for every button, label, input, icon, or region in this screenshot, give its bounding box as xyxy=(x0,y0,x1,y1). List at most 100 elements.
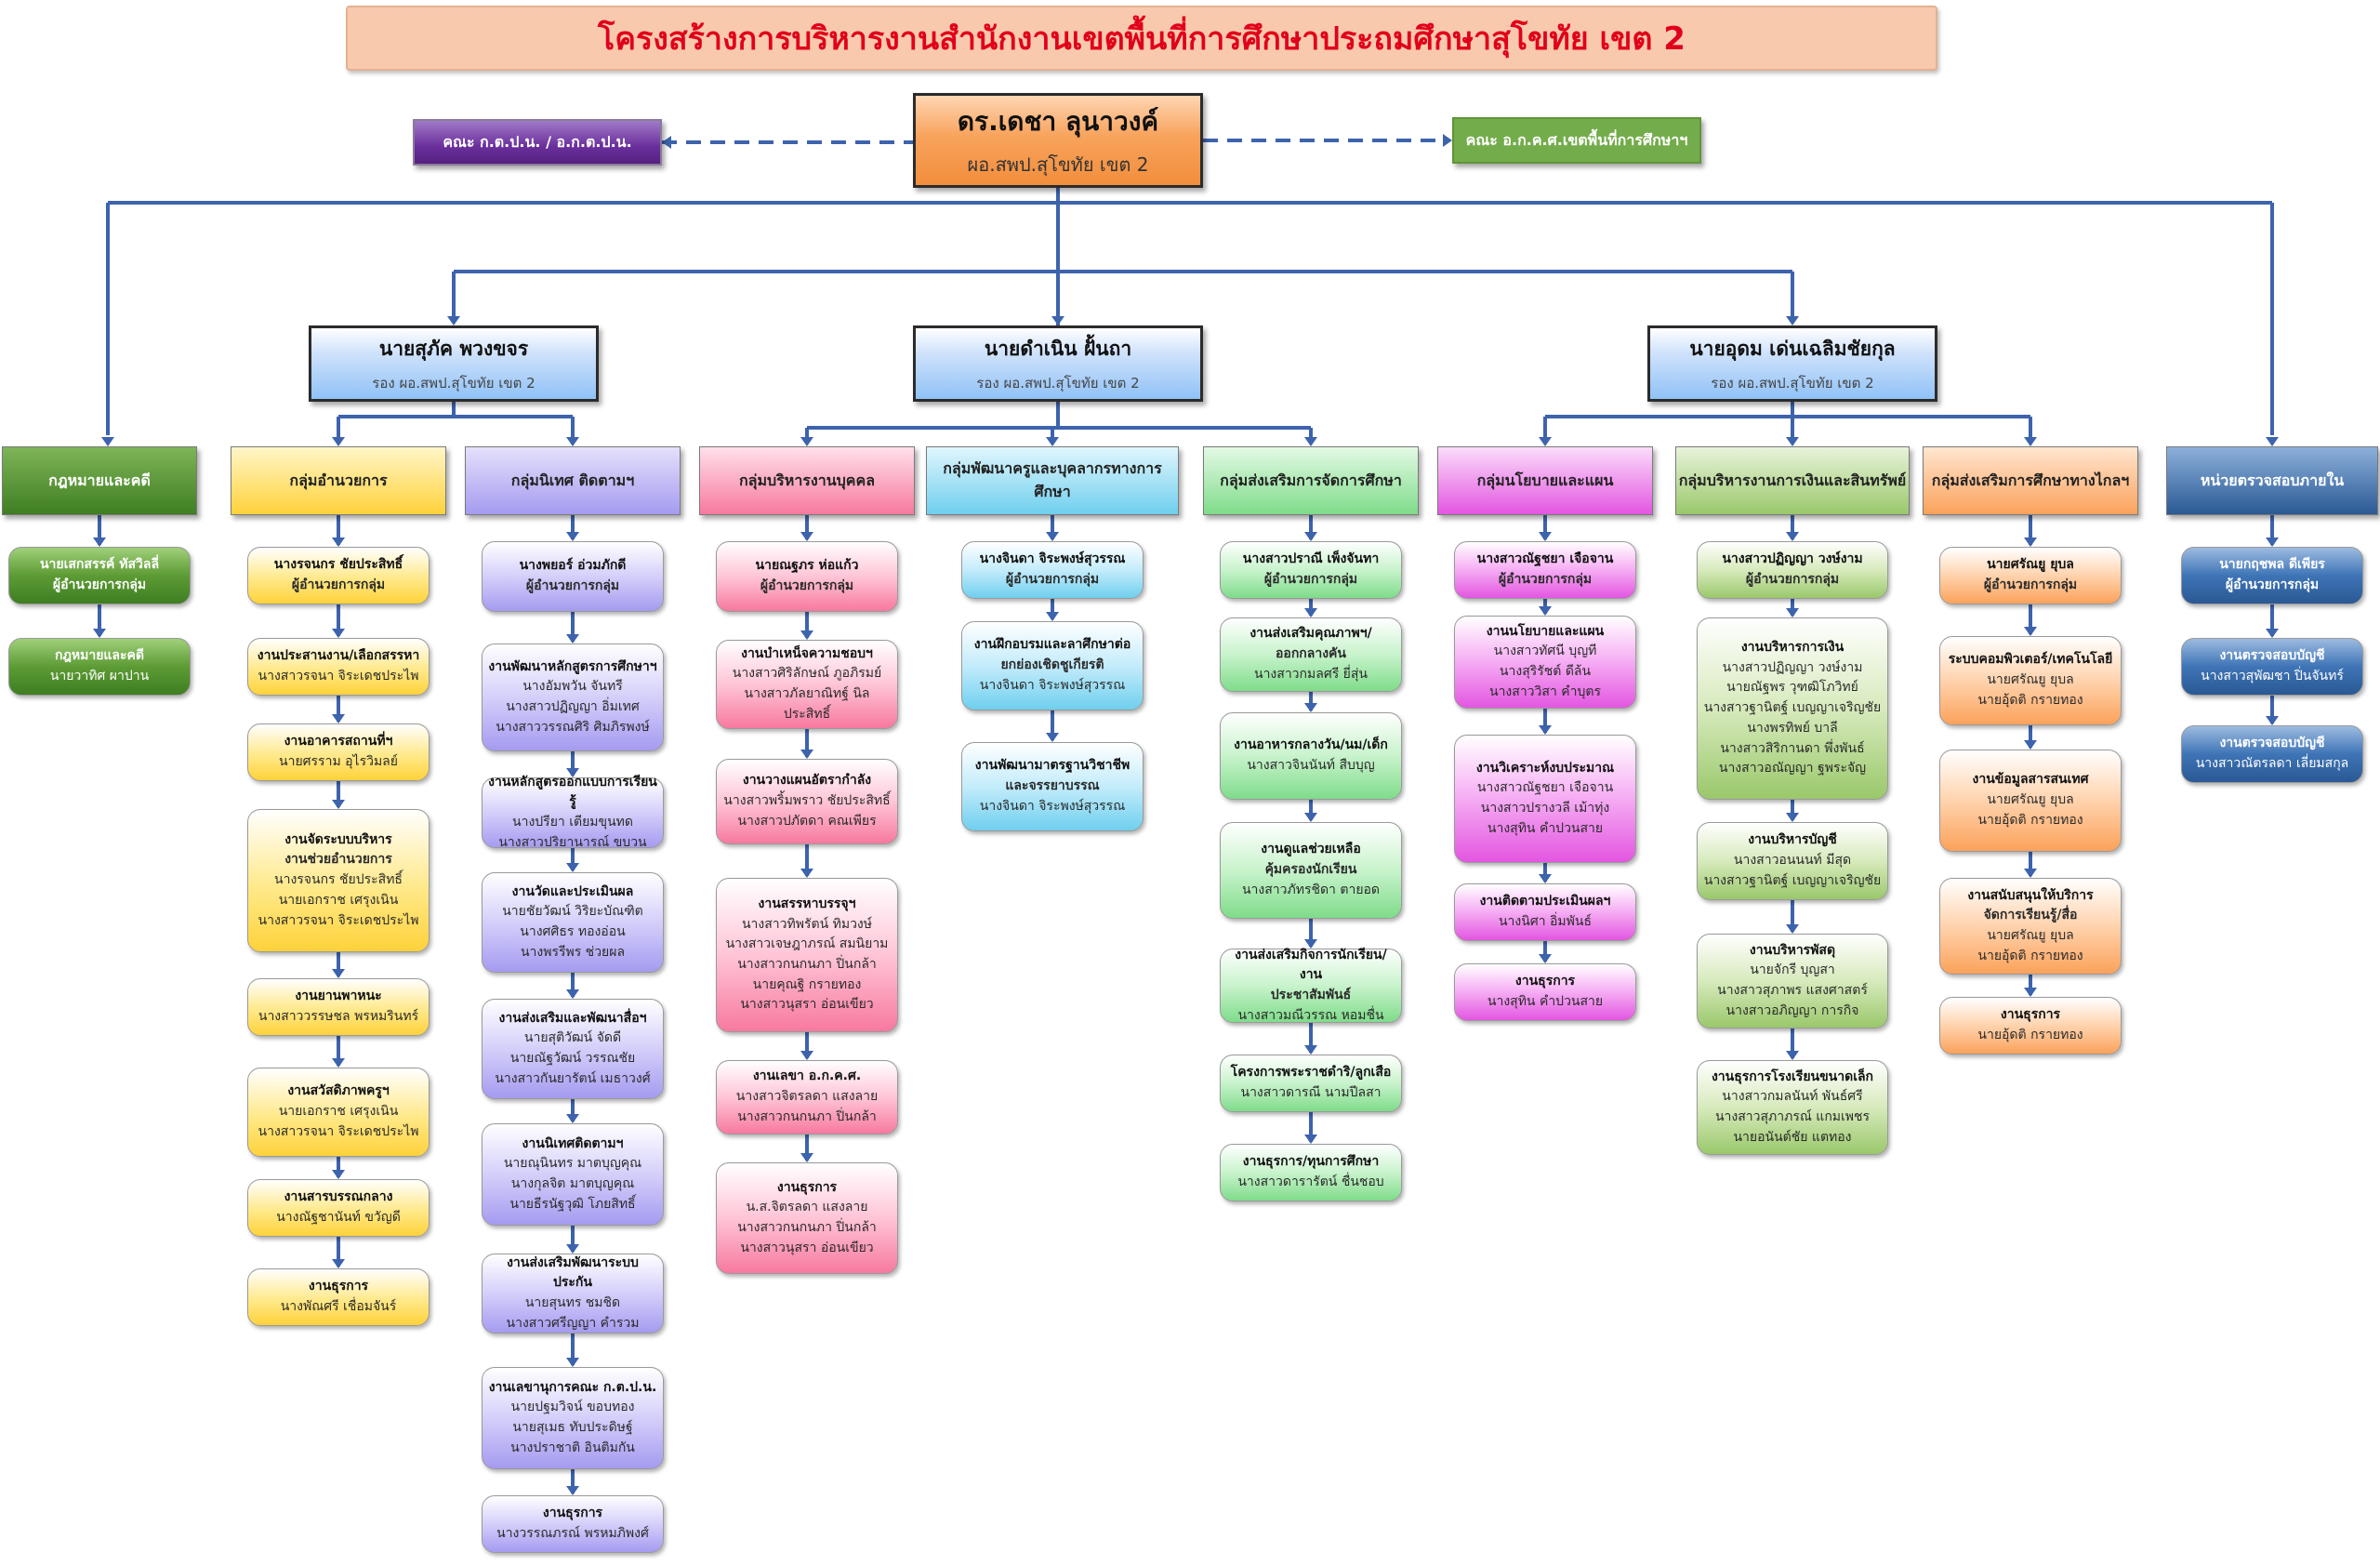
card-heading: ระบบคอมพิวเตอร์/เทคโนโลยี xyxy=(1948,652,2113,668)
task-card: งานบริหารพัสดุนายจักรี บุญสานางสาวสุภาพร… xyxy=(1697,934,1888,1029)
task-card: งานธุรการน.ส.จิตรลดา แสงลายนางสาวกนกนภา … xyxy=(716,1162,898,1274)
task-card: งานธุรการนางพัณศรี เชื่อมจันร์ xyxy=(247,1268,430,1326)
card-heading: งานติดตามประเมินผลฯ xyxy=(1479,894,1611,909)
card-heading: งานตรวจสอบบัญชี xyxy=(2219,736,2325,751)
task-card: งานส่งเสริมพัฒนาระบบประกันนายสุนทร ชมชิด… xyxy=(482,1254,664,1334)
task-card: งานส่งเสริมและพัฒนาสื่อฯนายสุติวัฒน์ จัด… xyxy=(482,999,664,1099)
card-heading: โครงการพระราชดำริ/ลูกเสือ xyxy=(1230,1065,1392,1081)
card-line: นางรจนกร ชัยประสิทธิ์ xyxy=(274,872,403,888)
card-line: นายอุ้ดติ กรายทอง xyxy=(1977,812,2083,828)
card-line: นายศรราม อุไรวิมลย์ xyxy=(279,754,398,769)
card-line: นางพัณศรี เชื่อมจันร์ xyxy=(280,1299,397,1314)
group-director-card: นางสาวปฏิญญา วงษ์งามผู้อำนวยการกลุ่ม xyxy=(1697,541,1888,599)
card-line: นางจินดา จิระพงษ์สุวรรณ xyxy=(979,677,1126,693)
card-line: นายวาทิศ ผาปาน xyxy=(49,669,150,683)
arrow-head xyxy=(800,437,813,446)
group-header: หน่วยตรวจสอบภายใน xyxy=(2166,446,2378,515)
card-heading: นายเสกสรรค์ ทัสวิลลี่ xyxy=(39,557,160,573)
card-heading: งานส่งเสริมคุณภาพฯ/ xyxy=(1250,626,1372,642)
task-card: งานพัฒนาหลักสูตรการศึกษาฯนางอัมพวัน จันท… xyxy=(482,644,664,751)
page-title-banner: โครงสร้างการบริหารงานสำนักงานเขตพื้นที่ก… xyxy=(346,6,1937,71)
card-line: นางสาวสุภาพร แสงศาสตร์ xyxy=(1717,983,1868,998)
card-role: ผู้อำนวยการกลุ่ม xyxy=(525,578,620,593)
arrow-head xyxy=(566,1244,579,1254)
card-heading: งานตรวจสอบบัญชี xyxy=(2219,648,2325,664)
card-heading: งานธุรการ/ทุนการศึกษา xyxy=(1242,1154,1380,1170)
task-card: งานเลขานุการคณะ ก.ต.ป.น.นายปฐมวิจน์ ขอบท… xyxy=(482,1367,664,1469)
committee-left-box: คณะ ก.ต.ป.น. / อ.ก.ต.ป.น. xyxy=(413,119,662,166)
arrow-head xyxy=(1786,1051,1799,1060)
arrow-head xyxy=(800,1051,813,1060)
group-header: กลุ่มนิเทศ ติดตามฯ xyxy=(465,446,681,515)
card-role: ผู้อำนวยการกลุ่ม xyxy=(1983,577,2078,592)
card-heading: งานอาคารสถานที่ฯ xyxy=(284,734,393,750)
card-line: นางสาวกนกนภา ปิ่นกล้า xyxy=(737,1220,877,1235)
arrow-head xyxy=(101,437,114,446)
card-line: นางพรทิพย์ บาลี xyxy=(1747,720,1838,736)
arrow-head xyxy=(1304,532,1317,541)
group-director-card: นายศรัณยู ยุบลผู้อำนวยการกลุ่ม xyxy=(1939,547,2122,604)
task-card: งานติดตามประเมินผลฯนางนิศา อิ่มพันธ์ xyxy=(1454,883,1636,941)
card-line: นางสาวเจษฎาภรณ์ สมนิยาม xyxy=(725,936,889,952)
card-heading: งานบำเหน็จความชอบฯ xyxy=(741,645,873,661)
arrow-head xyxy=(332,1259,345,1268)
arrow-head xyxy=(93,537,106,547)
card-line: ออกกลางคัน xyxy=(1276,646,1346,662)
group-director-card: นางพยอร์ อ่วมภักดีผู้อำนวยการกลุ่ม xyxy=(482,541,664,612)
arrow-head xyxy=(1786,608,1799,617)
arrow-head xyxy=(566,532,579,541)
card-line: นางสาวณัตรลดา เลี่ยมสกุล xyxy=(2195,756,2349,771)
group-name: กลุ่มอำนวยการ xyxy=(289,471,388,489)
arrow-head xyxy=(1786,532,1799,541)
group-name: กฎหมายและคดี xyxy=(48,471,151,489)
card-heading: งานสวัสดิภาพครูฯ xyxy=(287,1083,390,1099)
card-heading: งานเลขา อ.ก.ค.ศ. xyxy=(752,1068,862,1084)
deputy-name: นายดำเนิน ฝั้นถา xyxy=(984,337,1132,360)
arrow-head xyxy=(332,969,345,978)
card-heading: งานสนับสนุนให้บริการ xyxy=(1967,887,2094,903)
card-heading: งานนโยบายและแผน xyxy=(1486,623,1605,639)
card-line: นางสาววรรษชล พรหมรินทร์ xyxy=(258,1009,419,1024)
task-card: งานหลักสูตรออกแบบการเรียนรู้นางปรียา เตี… xyxy=(482,775,664,850)
card-line: นางอัมพวัน จันทรี xyxy=(522,679,623,695)
card-line: นายชัยวัฒน์ วิริยะบัณฑิต xyxy=(502,904,643,920)
card-line: นางสาวทิพรัตน์ ทิมวงษ์ xyxy=(741,916,872,932)
card-line: นางสุริรัชต์ ดีล้น xyxy=(1499,664,1592,679)
committee-right-box: คณะ อ.ก.ค.ศ.เขตพื้นที่การศึกษาฯ xyxy=(1452,117,1701,164)
card-line: นางสาวฐานิตฐ์ เบญญาเจริญชัย xyxy=(1703,700,1882,716)
card-heading: งานส่งเสริมและพัฒนาสื่อฯ xyxy=(498,1010,647,1026)
card-role: ผู้อำนวยการกลุ่ม xyxy=(1005,572,1100,587)
group-name: กลุ่มนิเทศ ติดตามฯ xyxy=(510,471,635,489)
group-name: กลุ่มบริหารงานบุคคล xyxy=(738,471,875,489)
card-line: นางสาวนุสรา อ่อนเขียว xyxy=(740,997,874,1013)
group-name: กลุ่มนโยบายและแผน xyxy=(1476,471,1614,489)
card-heading: งานหลักสูตรออกแบบการเรียนรู้ xyxy=(488,774,657,810)
card-line: นายอุ้ดติ กรายทอง xyxy=(1977,948,2083,963)
arrow-head xyxy=(1539,437,1552,446)
task-card: งานสรรหาบรรจุฯนางสาวทิพรัตน์ ทิมวงษ์นางส… xyxy=(716,878,898,1032)
card-line: นางสาวรจนา จิระเดชประไพ xyxy=(258,912,419,928)
task-card: งานธุรการนางสุทิน คำปวนสาย xyxy=(1454,963,1636,1021)
card-line: นายอุ้ดติ กรายทอง xyxy=(1977,692,2083,708)
card-line: นางสาวมณีวรรณ หอมชื่น xyxy=(1237,1007,1384,1023)
task-card: งานข้อมูลสารสนเทศนายศรัณยู ยุบลนายอุ้ดติ… xyxy=(1939,750,2122,852)
task-card: งานพัฒนามาตรฐานวิชาชีพและจรรยาบรรณนางจิน… xyxy=(961,742,1144,831)
arrow-head xyxy=(1539,606,1552,616)
director-name: ดร.เดชา ลุนาวงค์ xyxy=(957,106,1159,137)
task-card: งานตรวจสอบบัญชีนางสาวณัตรลดา เลี่ยมสกุล xyxy=(2181,725,2363,783)
arrow-head xyxy=(566,863,579,872)
card-heading: งานพัฒนามาตรฐานวิชาชีพ xyxy=(974,758,1130,774)
card-line: นางวรรณภรณ์ พรหมภิพงศ์ xyxy=(496,1526,649,1541)
card-heading: งานยานพาหนะ xyxy=(295,989,382,1004)
task-card: งานธุรการ/ทุนการศึกษานางสาวดารารัตน์ ชื่… xyxy=(1220,1144,1402,1201)
arrow-head xyxy=(1786,813,1799,822)
card-line: นางสาวพริ้มพราว ชัยประสิทธิ์ xyxy=(723,793,891,809)
card-line: นางปรียา เตียมขุนทด xyxy=(512,815,633,829)
group-name: กลุ่มบริหารงานการเงินและสินทรัพย์ xyxy=(1678,471,1907,489)
card-line: นายณัฐพร วุฑฒิโภวิทย์ xyxy=(1726,680,1858,696)
arrow-head xyxy=(1046,437,1059,446)
task-card: งานวัดและประเมินผลนายชัยวัฒน์ วิริยะบัณฑ… xyxy=(482,872,664,973)
card-line: นางสาวปฏิญญา อิ่มเทศ xyxy=(506,699,640,714)
arrow-head xyxy=(566,989,579,999)
task-card: งานประสานงาน/เลือกสรรหานางสาวรจนา จิระเด… xyxy=(247,638,430,696)
